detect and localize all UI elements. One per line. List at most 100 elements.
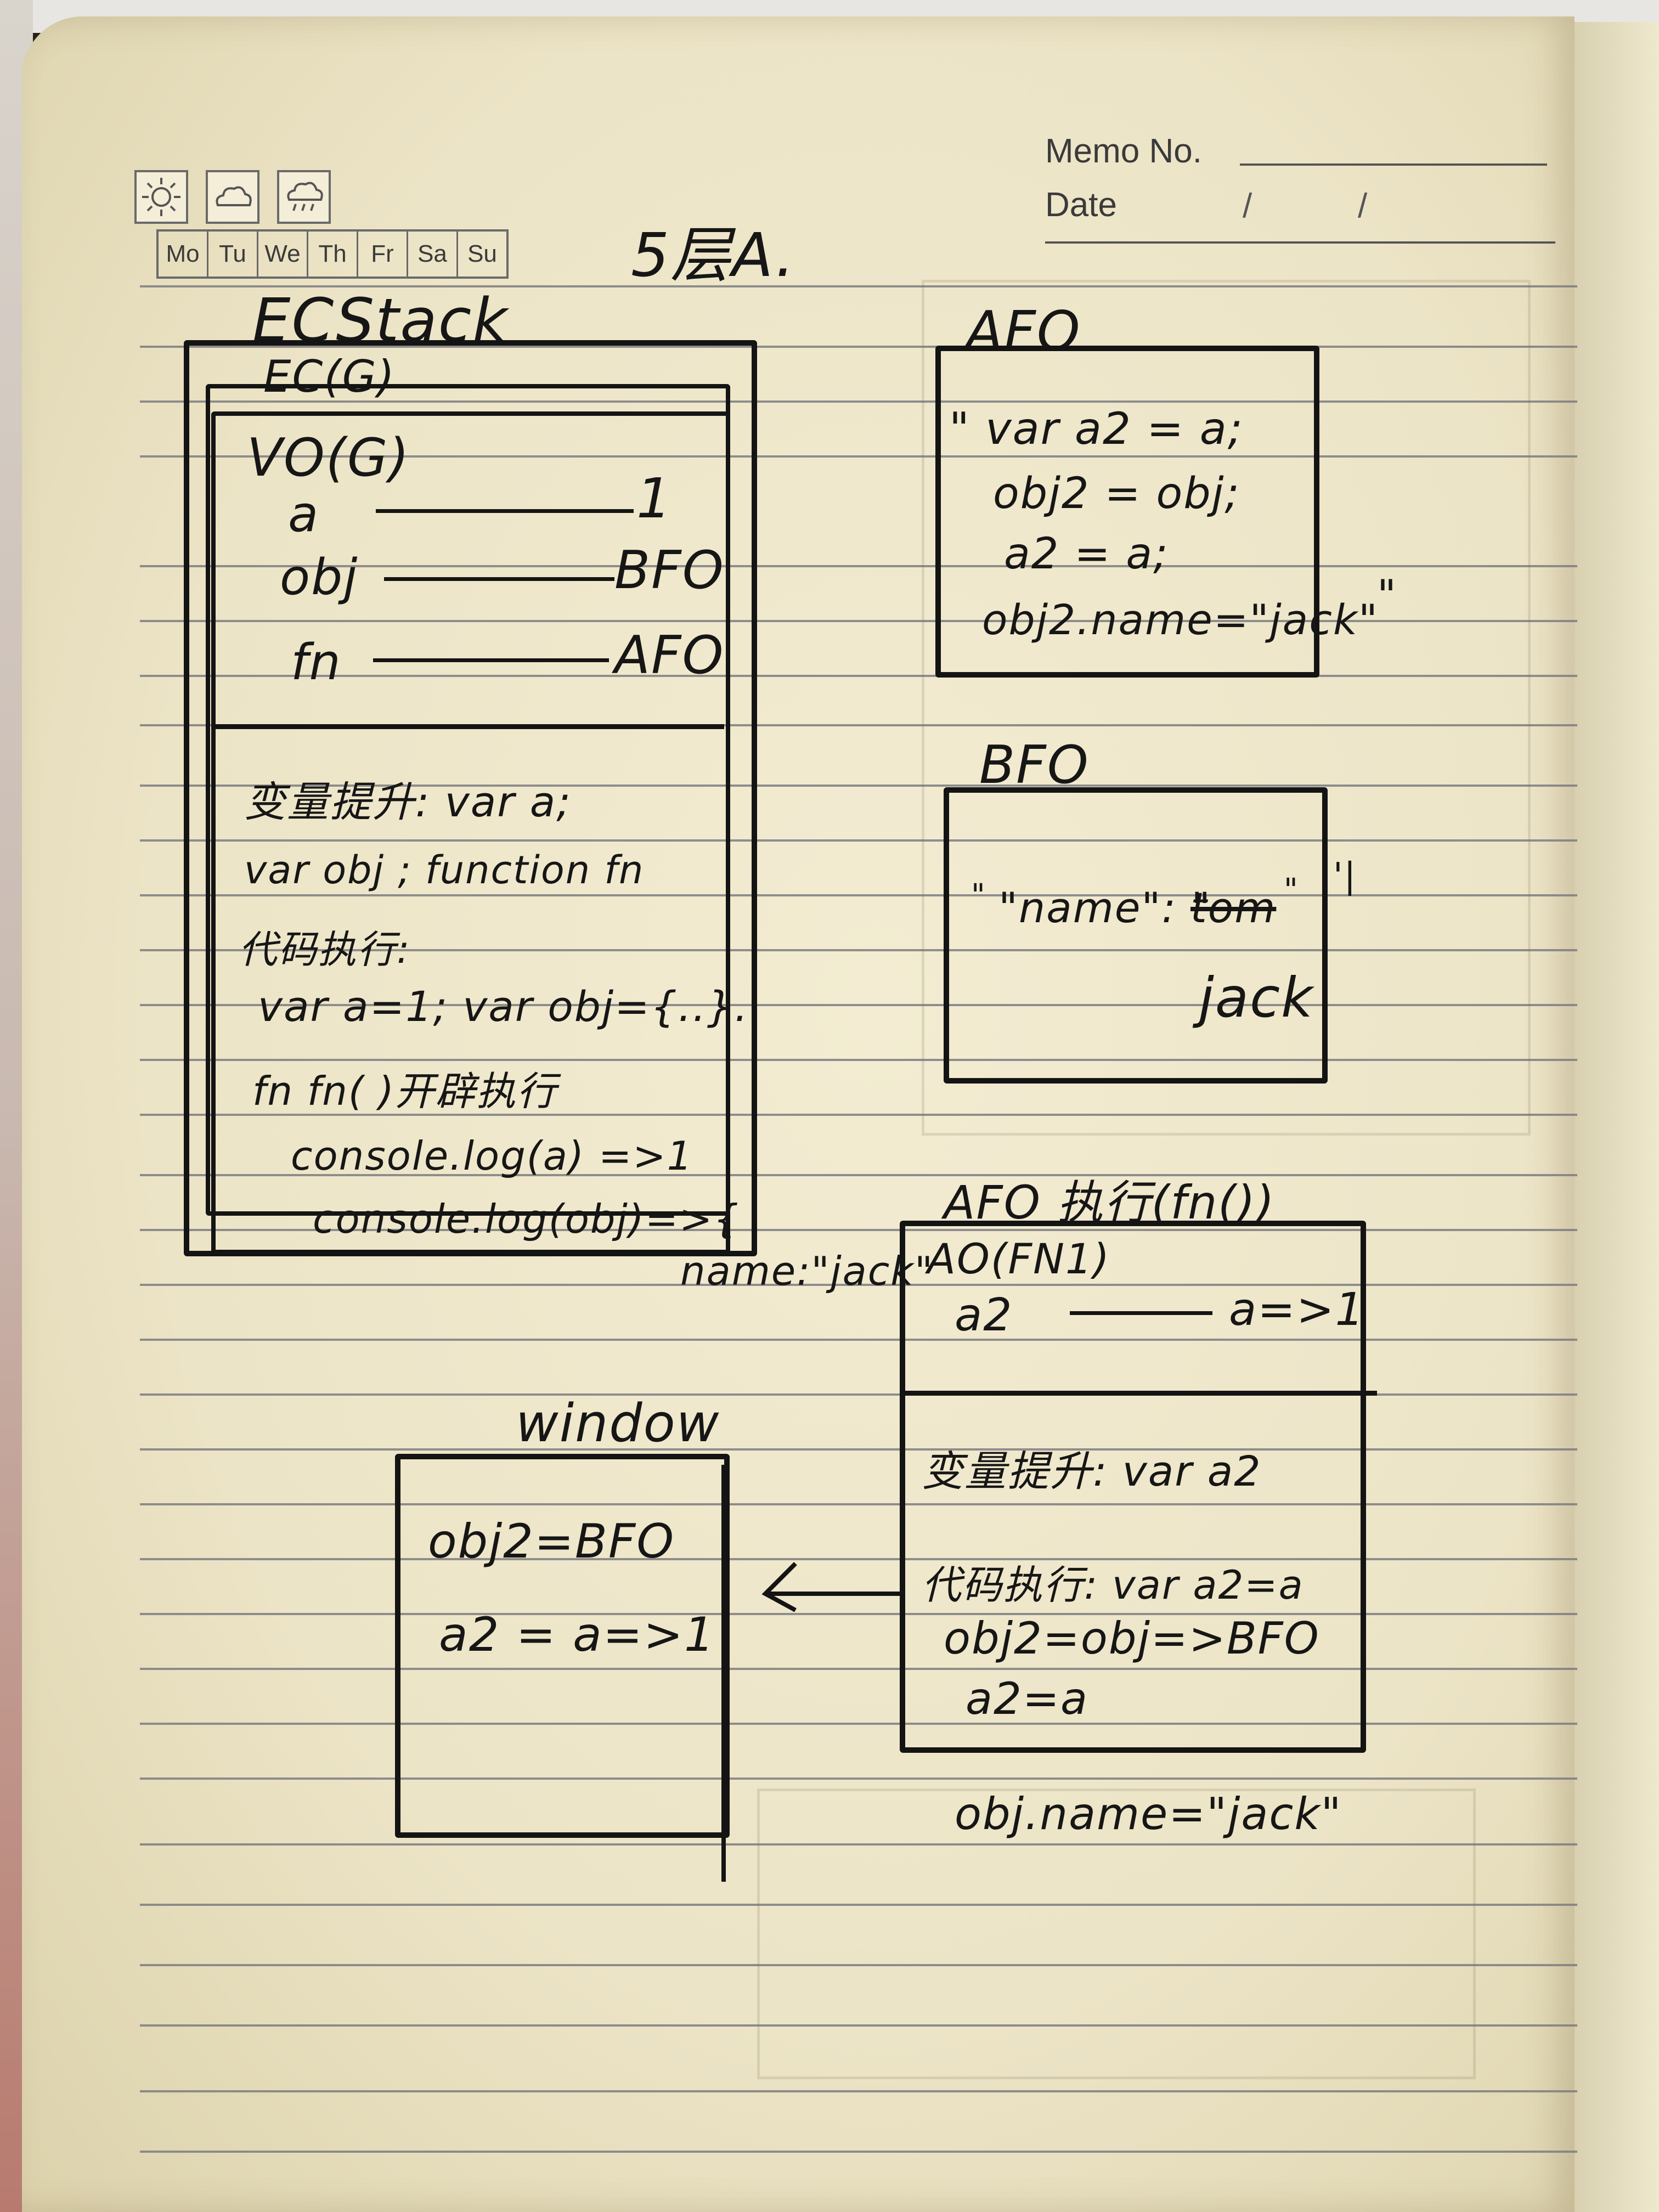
window-line: a2 = a=>1: [439, 1607, 715, 1662]
var-value-a: 1: [636, 466, 673, 531]
ecstack-line: var a=1; var obj={..}.: [258, 982, 749, 1031]
ruled-line: [140, 949, 1577, 951]
afo-line: obj2.name="jack": [982, 595, 1379, 644]
ruled-line: [140, 1778, 1577, 1780]
afo-exec-box: [900, 1221, 1366, 1753]
show-through-ghost: [757, 1788, 1476, 2079]
bfo-new-value: jack: [1199, 966, 1314, 1030]
show-through-ghost: [922, 280, 1531, 1136]
pointer-line: [373, 658, 609, 662]
var-name-obj: obj: [280, 549, 359, 606]
date-label: Date: [1045, 186, 1117, 224]
arrow-left-icon: [761, 1562, 905, 1612]
afo-exec-title: AFO 执行(fn()): [944, 1176, 1276, 1229]
memo-no-label: Memo No.: [1045, 132, 1202, 170]
ruled-line: [140, 2151, 1577, 2153]
ruled-line: [140, 1393, 1577, 1396]
ruled-line: [140, 839, 1577, 842]
afo-exec-line: obj2=obj=>BFO: [944, 1613, 1320, 1664]
rain-icon: [277, 170, 331, 224]
afo-trailing-quote: ": [1377, 571, 1397, 619]
afo-exec-line: 变量提升: var a2: [922, 1447, 1262, 1496]
ecstack-line: fn fn( )开辟执行: [252, 1068, 557, 1114]
ruled-line: [140, 400, 1577, 403]
ruled-line: [140, 1843, 1577, 1846]
var-value-obj: BFO: [614, 540, 725, 601]
weekday-th: Th: [308, 232, 358, 276]
weekday-su: Su: [467, 240, 497, 267]
pointer-line: [384, 577, 614, 581]
bfo-key: "name": ": [998, 883, 1212, 932]
ruled-line: [140, 285, 1577, 287]
ao-label: AO(FN1): [927, 1234, 1111, 1283]
ruled-line: [140, 1904, 1577, 1906]
bfo-close-quote: ": [1284, 872, 1299, 908]
ruled-line: [140, 1339, 1577, 1341]
afo-exec-line: a2=a: [966, 1673, 1088, 1724]
ruled-line: [140, 1964, 1577, 1966]
ruled-line: [140, 1558, 1577, 1560]
ruled-line: [140, 1723, 1577, 1725]
bfo-tail-mark: '|: [1333, 856, 1357, 896]
ao-var: a2: [955, 1289, 1013, 1341]
afo-line: " var a2 = a;: [949, 403, 1244, 454]
ruled-line: [140, 346, 1577, 348]
pointer-line: [1070, 1311, 1212, 1315]
afo-box: [935, 346, 1319, 678]
var-value-fn: AFO: [614, 625, 725, 686]
bfo-box: [944, 787, 1328, 1084]
window-line: obj2=BFO: [428, 1514, 675, 1569]
ecstack-line: console.log(obj)=>{: [313, 1196, 740, 1242]
ec-g-label: EC(G): [263, 351, 396, 402]
ruled-line: [140, 675, 1577, 677]
bfo-struck-value: tom: [1190, 883, 1277, 932]
weekday-tu: Tu: [208, 232, 258, 276]
ruled-line: [140, 724, 1577, 726]
weekday-strip: Mo Tu We Th Fr Sa Su: [156, 229, 509, 279]
memo-header: Memo No. Date / /: [1045, 132, 1555, 252]
ruled-line: [140, 455, 1577, 458]
ruled-line: [140, 1448, 1577, 1451]
ruled-line: [140, 565, 1577, 567]
var-name-fn: fn: [291, 634, 342, 691]
vo-g-label: VO(G): [247, 428, 410, 488]
afo-exec-below-note: obj.name="jack": [955, 1788, 1342, 1839]
ecstack-line: 代码执行:: [239, 927, 411, 972]
ruled-line: [140, 1114, 1577, 1116]
window-box-edge: [721, 1465, 726, 1882]
ruled-line: [140, 2024, 1577, 2027]
ruled-line: [140, 785, 1577, 787]
weekday-we: We: [258, 232, 308, 276]
ecstack-line: console.log(a) =>1: [291, 1133, 693, 1179]
weekday-sa: Sa: [408, 232, 458, 276]
pointer-line: [376, 509, 634, 513]
ruled-line: [140, 620, 1577, 622]
ruled-line: [140, 1284, 1577, 1286]
bfo-title: BFO: [979, 735, 1090, 795]
date-separator: /: [1358, 187, 1368, 225]
overflow-note: name:"jack": [680, 1248, 934, 1294]
ruled-line: [140, 1613, 1577, 1615]
afo-title: AFO: [966, 299, 1081, 363]
ruled-line: [140, 1229, 1577, 1231]
afo-line: a2 = a;: [1004, 529, 1169, 579]
window-box: [395, 1454, 730, 1838]
ruled-line: [140, 1059, 1577, 1061]
ruled-line: [140, 2090, 1577, 2092]
sun-icon: [134, 170, 188, 224]
ruled-line: [140, 1004, 1577, 1006]
afo-line: obj2 = obj;: [993, 469, 1240, 518]
cloud-icon: [206, 170, 259, 224]
afo-exec-line: 代码执行: var a2=a: [922, 1562, 1304, 1608]
page-title: 5层A.: [631, 220, 796, 290]
ruled-line: [140, 894, 1577, 896]
section-divider: [214, 724, 724, 729]
var-name-a: a: [288, 486, 320, 543]
weekday-mo: Mo: [159, 232, 208, 276]
section-divider: [905, 1391, 1377, 1396]
ruled-line: [140, 1174, 1577, 1176]
weekday-fr: Fr: [358, 232, 408, 276]
ecstack-line: 变量提升: var a;: [244, 777, 572, 826]
ecstack-line: var obj ; function fn: [244, 848, 645, 893]
date-separator: /: [1243, 187, 1252, 225]
